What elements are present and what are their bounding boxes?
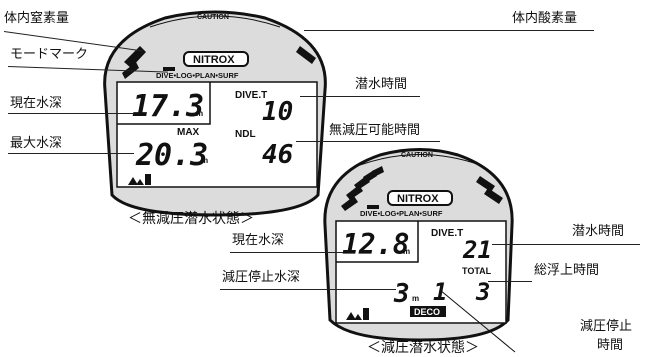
caption-no-deco: ＜無減圧潜水状態＞: [128, 211, 254, 227]
leader-ndl: [296, 141, 440, 142]
leader-current-depth-2: [230, 252, 343, 253]
leader-dive-time-2: [492, 244, 640, 245]
leader-dive-time-1: [300, 96, 420, 97]
label-ndl: 無減圧可能時間: [329, 123, 421, 138]
depth-box: [117, 82, 211, 125]
lcd-screen: [116, 81, 318, 188]
caution-text: CAUTION: [197, 14, 229, 21]
depth-box: [336, 221, 419, 263]
nitrogen-bargraph: [341, 166, 384, 211]
label-dive-time-1: 潜水時間: [355, 77, 408, 92]
label-deco-stop-time-2: 時間: [597, 338, 624, 353]
oxygen-bargraph: [296, 46, 316, 64]
caution-text: CAUTION: [401, 152, 433, 159]
caution-arc: [149, 15, 281, 28]
nitrox-text: NITROX: [193, 54, 235, 66]
current-depth-value: 17.3: [132, 89, 204, 124]
leader-current-depth-1: [8, 113, 134, 114]
leader-total-ascent: [488, 281, 532, 282]
dive-time-label: DIVE.T: [235, 90, 267, 101]
nitrox-badge: [387, 190, 453, 206]
label-deco-stop-depth: 減圧停止水深: [222, 270, 301, 285]
label-current-depth-1: 現在水深: [10, 96, 63, 111]
label-mode-mark: モードマーク: [10, 47, 89, 62]
mode-list: DIVE•LOG•PLAN•SURF: [156, 71, 239, 80]
mode-list: DIVE•LOG•PLAN•SURF: [360, 209, 443, 218]
label-total-ascent: 総浮上時間: [534, 263, 600, 278]
dive-time-value: 10: [262, 97, 293, 127]
label-oxygen: 体内酸素量: [512, 11, 578, 26]
nitrogen-bargraph: [122, 46, 146, 79]
leader-deco-stop-depth: [220, 289, 396, 290]
max-unit: m: [201, 156, 208, 165]
dive-time-label: DIVE.T: [431, 228, 463, 239]
max-depth-value: 20.3: [135, 138, 208, 173]
stop-time-value: 1: [433, 278, 447, 306]
nitrox-text: NITROX: [397, 193, 439, 205]
caution-arc: [359, 154, 481, 166]
stop-time-leader: [439, 289, 516, 353]
label-max-depth: 最大水深: [10, 136, 63, 151]
deco-badge: [410, 306, 446, 317]
stop-unit: m: [412, 294, 419, 303]
leader-max-depth: [8, 153, 134, 154]
depth-unit: m: [403, 247, 410, 256]
ascent-icon: [128, 174, 151, 185]
ndl-label: NDL: [235, 129, 256, 140]
leader-oxygen: [304, 30, 594, 31]
depth-unit: m: [196, 109, 203, 118]
ascent-icon: [346, 308, 369, 320]
current-depth-value: 12.8: [342, 228, 409, 261]
total-value: 3: [475, 278, 490, 306]
label-deco-stop-time-1: 減圧停止: [580, 319, 633, 334]
mode-marker: [163, 67, 175, 71]
oxygen-bargraph: [476, 176, 503, 204]
max-label: MAX: [177, 127, 200, 138]
total-label: TOTAL: [462, 266, 492, 276]
stop-depth-value: 3: [393, 279, 410, 309]
label-dive-time-2: 潜水時間: [572, 224, 625, 239]
mode-marker: [367, 205, 379, 209]
nitrox-badge: [183, 51, 249, 67]
deco-badge-text: DECO: [414, 307, 440, 317]
caption-deco: ＜減圧潜水状態＞: [367, 340, 479, 356]
label-current-depth-2: 現在水深: [232, 233, 285, 248]
ndl-value: 46: [262, 140, 293, 170]
dive-time-value: 21: [462, 236, 492, 264]
label-nitrogen: 体内窒素量: [4, 11, 70, 26]
